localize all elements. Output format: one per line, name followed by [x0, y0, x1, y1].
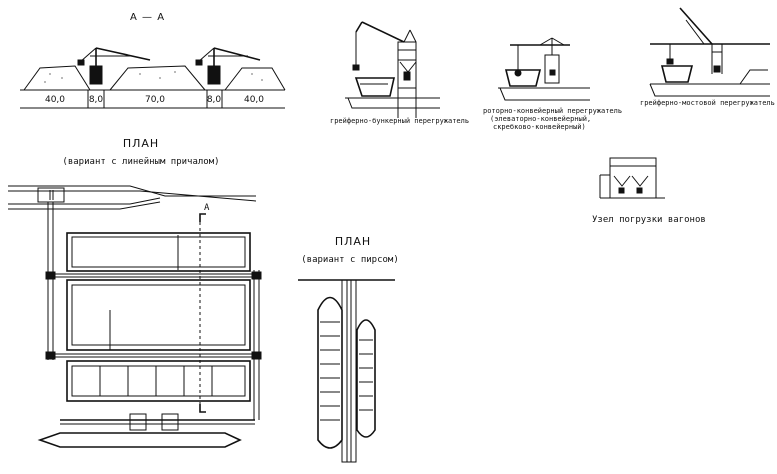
grab-bunker-transloader-drawing — [345, 21, 440, 118]
grab-bridge-label: грейферно-мостовой перегружатель — [640, 99, 775, 107]
plan-linear-subtitle: (вариант с линейным причалом) — [62, 157, 220, 167]
section-a-a-title: А — А — [130, 12, 166, 23]
stockpile-left — [23, 65, 91, 91]
stockpile-middle — [109, 65, 206, 91]
pier-ship-left — [317, 296, 343, 449]
rotor-conveyor-transloader-drawing — [498, 37, 590, 101]
wagon-loading-label: Узел погрузки вагонов — [592, 215, 706, 225]
section-dimension-2: 8,0 — [88, 95, 104, 105]
plan-pier-subtitle: (вариант с пирсом) — [301, 255, 399, 265]
plan-linear-title: ПЛАН — [122, 137, 160, 150]
grab-bridge-transloader-drawing — [649, 7, 770, 97]
rotor-conveyor-label-1: роторно-конвейерный перегружатель — [483, 107, 623, 115]
wagon-loading-node-drawing — [599, 157, 665, 199]
stockpile-right — [224, 67, 286, 91]
plan-pier-title: ПЛАН — [334, 235, 372, 248]
plan-pier-drawing — [298, 279, 395, 463]
section-dimension-4: 8,0 — [206, 95, 222, 105]
grab-bunker-label: грейферно-бункерный перегружатель — [330, 117, 470, 125]
rotor-conveyor-label-3: скребково-конвейерный) — [493, 123, 586, 131]
section-a-a-drawing — [20, 47, 286, 109]
stacker-crane-left — [77, 47, 151, 85]
stacker-crane-right — [195, 47, 261, 85]
plan-linear-berth-drawing — [8, 185, 262, 448]
section-dimension-1: 40,0 — [44, 95, 66, 105]
section-mark-a: А — [204, 203, 210, 213]
section-dimension-3: 70,0 — [144, 95, 166, 105]
rotor-conveyor-label-2: (элеваторно-конвейерный, — [490, 115, 592, 123]
section-dimension-5: 40,0 — [243, 95, 265, 105]
pier-ship-right — [356, 319, 376, 438]
ship-outline — [37, 432, 242, 448]
